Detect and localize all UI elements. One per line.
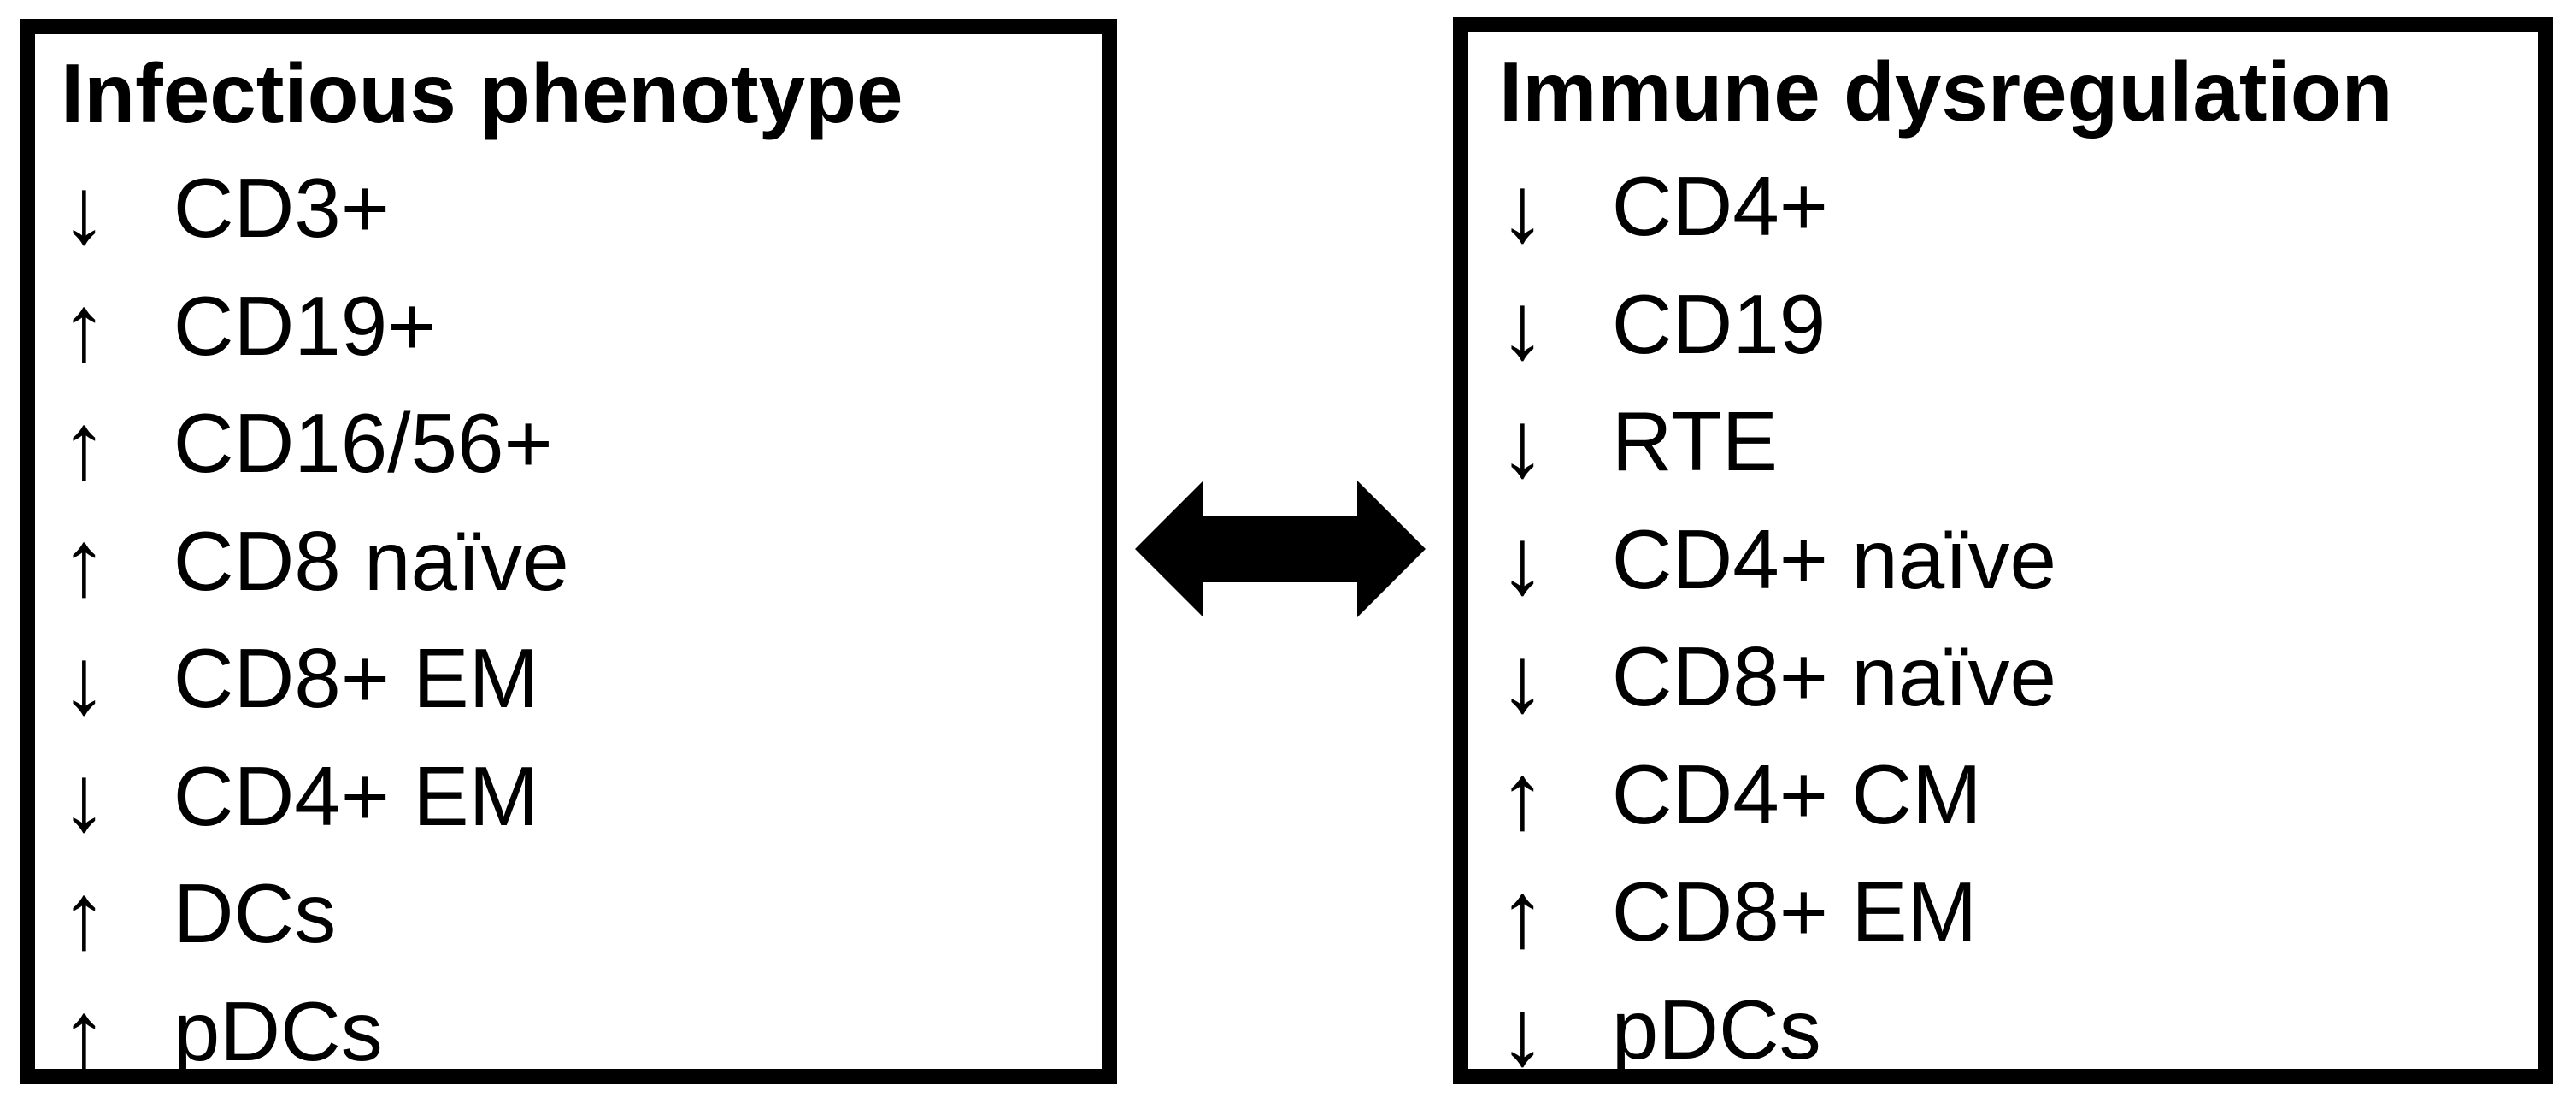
up-arrow-icon: ↑ <box>61 982 108 1084</box>
phenotype-item-label: CD16/56+ <box>173 396 553 491</box>
immune-dysregulation-list: ↓ CD4+ ↓ CD19 ↓ RTE ↓ CD4+ naïve ↓ CD8+ naïve ↑ CD4… <box>1499 149 2529 1084</box>
phenotype-item: ↓ CD4+ naïve <box>1499 502 2529 620</box>
phenotype-item: ↓ CD19 <box>1499 267 2529 385</box>
down-arrow-icon: ↓ <box>61 628 108 734</box>
phenotype-item-label: CD3+ <box>173 161 390 255</box>
down-arrow-icon: ↓ <box>1499 980 1546 1084</box>
up-arrow-icon: ↑ <box>61 276 108 381</box>
phenotype-item: ↓ CD8+ EM <box>61 621 1093 739</box>
phenotype-item-label: CD8+ naïve <box>1611 629 2056 724</box>
phenotype-item-label: CD8+ EM <box>1611 864 1978 959</box>
down-arrow-icon: ↓ <box>61 746 108 852</box>
phenotype-item-label: CD4+ EM <box>173 748 539 843</box>
down-arrow-icon: ↓ <box>1499 627 1546 732</box>
phenotype-item-label: RTE <box>1611 394 1778 489</box>
phenotype-item: ↓ CD3+ <box>61 150 1093 268</box>
phenotype-item: ↓ RTE <box>1499 384 2529 502</box>
immune-dysregulation-box: Immune dysregulation ↓ CD4+ ↓ CD19 ↓ RTE ↓ CD4+… <box>1453 17 2553 1084</box>
phenotype-item-label: pDCs <box>173 984 383 1079</box>
phenotype-item: ↓ pDCs <box>1499 972 2529 1084</box>
phenotype-item-label: CD19+ <box>173 278 437 373</box>
phenotype-item-label: pDCs <box>1611 982 1821 1077</box>
down-arrow-icon: ↓ <box>1499 392 1546 497</box>
phenotype-item: ↑ CD19+ <box>61 268 1093 386</box>
phenotype-item: ↓ CD4+ EM <box>61 739 1093 857</box>
phenotype-item: ↑ CD16/56+ <box>61 386 1093 504</box>
phenotype-item: ↑ DCs <box>61 856 1093 974</box>
infectious-phenotype-title: Infectious phenotype <box>61 46 903 140</box>
up-arrow-icon: ↑ <box>1499 745 1546 850</box>
phenotype-item-label: CD4+ CM <box>1611 746 1982 841</box>
phenotype-item-label: CD4+ naïve <box>1611 511 2056 606</box>
down-arrow-icon: ↓ <box>1499 156 1546 262</box>
phenotype-item-label: CD19 <box>1611 276 1826 371</box>
double-arrow-icon <box>1135 481 1426 617</box>
immune-dysregulation-title: Immune dysregulation <box>1499 44 2393 139</box>
phenotype-item: ↓ CD4+ <box>1499 149 2529 267</box>
phenotype-item-label: CD8+ EM <box>173 631 539 726</box>
phenotype-item: ↑ pDCs <box>61 974 1093 1084</box>
up-arrow-icon: ↑ <box>61 864 108 970</box>
up-arrow-icon: ↑ <box>1499 863 1546 968</box>
down-arrow-icon: ↓ <box>1499 274 1546 380</box>
infectious-phenotype-box: Infectious phenotype ↓ CD3+ ↑ CD19+ ↑ CD16/56… <box>20 19 1117 1084</box>
phenotype-item-label: CD4+ <box>1611 159 1828 253</box>
infectious-phenotype-list: ↓ CD3+ ↑ CD19+ ↑ CD16/56+ ↑ CD8 naïve ↓ CD8+ EM ↓ C… <box>61 150 1093 1084</box>
phenotype-item: ↑ CD4+ CM <box>1499 737 2529 855</box>
phenotype-item-label: DCs <box>173 866 337 961</box>
up-arrow-icon: ↑ <box>61 393 108 498</box>
up-arrow-icon: ↑ <box>61 511 108 616</box>
phenotype-item-label: CD8 naïve <box>173 513 569 608</box>
phenotype-item: ↑ CD8 naïve <box>61 504 1093 622</box>
phenotype-item: ↑ CD8+ EM <box>1499 854 2529 972</box>
phenotype-item: ↓ CD8+ naïve <box>1499 619 2529 737</box>
down-arrow-icon: ↓ <box>61 158 108 263</box>
down-arrow-icon: ↓ <box>1499 510 1546 615</box>
